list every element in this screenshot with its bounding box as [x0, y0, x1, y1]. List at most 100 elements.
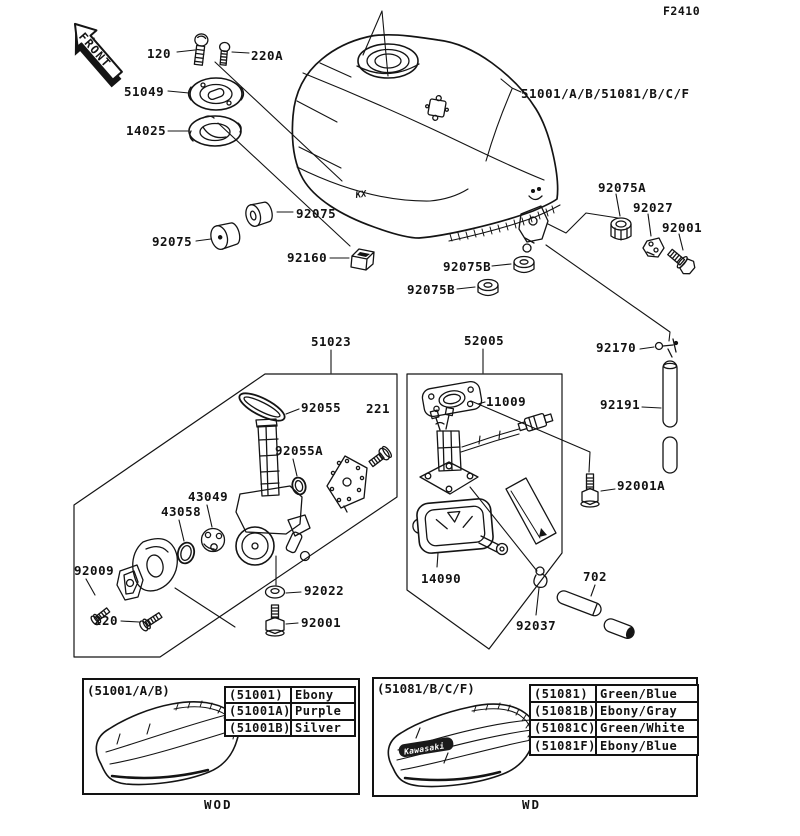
fuel-cap-51049: [187, 77, 245, 111]
damper-92075-left: [210, 222, 241, 250]
bolt-92001-top: [667, 248, 696, 275]
variant-panel-51001: [82, 678, 360, 795]
tank-badge: [425, 95, 449, 121]
petcock-gasket-plate: [132, 538, 178, 592]
table-cell: Green/Blue: [597, 686, 697, 704]
part-label-92022: 92022: [304, 583, 345, 598]
part-label-14090: 14090: [421, 571, 462, 586]
part-label-92001-top: 92001: [662, 220, 703, 235]
screw-221: [368, 445, 393, 468]
tube-702-b: [603, 618, 635, 639]
table-cell: Ebony/Gray: [597, 703, 697, 721]
panel-caption-wd: WD: [522, 797, 542, 812]
part-label-11009: 11009: [486, 394, 527, 409]
part-label-92037: 92037: [516, 618, 557, 633]
table-cell: (51081): [531, 686, 597, 704]
fuel-tank: KX: [291, 33, 561, 253]
part-label-92075b-top: 92075B: [443, 259, 492, 274]
part-label-92075b-bottom: 92075B: [407, 282, 456, 297]
clamp-92037: [533, 566, 548, 589]
clamp-92170: [654, 338, 679, 358]
callout-lines: [214, 10, 389, 247]
part-label-92075a: 92075A: [598, 180, 647, 195]
part-label-92075-right: 92075: [296, 206, 337, 221]
part-label-120: 120: [147, 46, 172, 61]
bracket-92027: [642, 237, 665, 258]
part-label-51049: 51049: [124, 84, 165, 99]
table-cell: (51001B): [226, 720, 292, 735]
part-label-43058: 43058: [161, 504, 202, 519]
petcock-51023: [235, 418, 311, 566]
cover-14090: [412, 498, 509, 556]
oring-43058: [176, 541, 196, 565]
part-label-92160: 92160: [287, 250, 328, 265]
table-cell: (51001): [226, 688, 292, 705]
variant-header-51081: (51081/B/C/F): [377, 681, 475, 696]
color-table-51001: (51001) Ebony (51001A) Purple (51001B) S…: [224, 686, 356, 737]
color-table-51081: (51081) Green/Blue (51081B) Ebony/Gray (…: [529, 684, 699, 756]
part-label-51023: 51023: [311, 334, 352, 349]
tank-mount-bracket: [518, 186, 549, 253]
part-label-92191: 92191: [600, 397, 641, 412]
filler-neck: [356, 43, 420, 79]
front-arrow-icon: FRONT: [73, 22, 123, 88]
screw-120: [193, 33, 209, 66]
table-cell: (51001A): [226, 704, 292, 721]
panel-caption-wod: WOD: [204, 797, 233, 812]
part-label-tank-assembly: 51001/A/B/51081/B/C/F: [521, 86, 690, 101]
nut-92075a: [610, 217, 632, 241]
part-label-52005: 52005: [464, 333, 505, 348]
sender-card: [505, 477, 557, 545]
wire-connector: [517, 412, 554, 432]
cover-plate-221: [326, 455, 368, 513]
table-cell: Purple: [292, 704, 354, 721]
washer-92075b-top: [513, 255, 535, 274]
table-cell: Silver: [295, 720, 342, 735]
sender-wire: [460, 428, 520, 453]
table-cell: Ebony/Blue: [600, 738, 678, 753]
part-label-92027: 92027: [633, 200, 674, 215]
part-label-220a: 220A: [251, 48, 284, 63]
part-label-92009: 92009: [74, 563, 115, 578]
fiche-code: F2410: [663, 4, 701, 18]
part-label-92055: 92055: [301, 400, 342, 415]
damper-92160: [350, 248, 375, 271]
float-arm: [469, 486, 538, 572]
tube-702-a: [556, 590, 602, 617]
table-cell: Green/White: [597, 721, 697, 739]
table-cell: Ebony: [292, 688, 354, 705]
table-cell: (51081B): [531, 703, 597, 721]
screw-220a: [219, 41, 231, 66]
washer-92022: [264, 585, 286, 599]
part-label-221: 221: [366, 401, 391, 416]
valve-43049: [200, 527, 226, 553]
lever-92009: [116, 564, 144, 601]
group-box-52005: [406, 373, 563, 650]
part-label-92001-bottom: 92001: [301, 615, 342, 630]
group-box-51023: [73, 373, 398, 658]
part-label-43049: 43049: [188, 489, 229, 504]
tank-emblem-text: KX: [354, 189, 368, 201]
screw-220: [139, 612, 163, 632]
table-cell: (51081F): [531, 738, 597, 754]
oring-92055a: [291, 476, 307, 496]
part-label-92001a: 92001A: [617, 478, 666, 493]
part-label-92075-left: 92075: [152, 234, 193, 249]
part-label-92055a: 92055A: [275, 443, 324, 458]
oring-92055: [238, 392, 286, 422]
tube-92191: [662, 360, 678, 474]
part-label-92170: 92170: [596, 340, 637, 355]
washer-92075b-bottom: [477, 278, 499, 297]
fuel-sender-body: [419, 406, 479, 495]
part-label-14025: 14025: [126, 123, 167, 138]
part-label-220: 220: [94, 613, 119, 628]
variant-header-51001: (51001/A/B): [87, 683, 170, 698]
part-label-702: 702: [583, 569, 608, 584]
leader-lines: [85, 49, 684, 628]
bolt-92001-bottom: [265, 604, 285, 637]
damper-92075-right: [245, 201, 273, 227]
table-cell: (51081C): [531, 720, 597, 739]
cap-gasket-14025: [188, 115, 242, 147]
